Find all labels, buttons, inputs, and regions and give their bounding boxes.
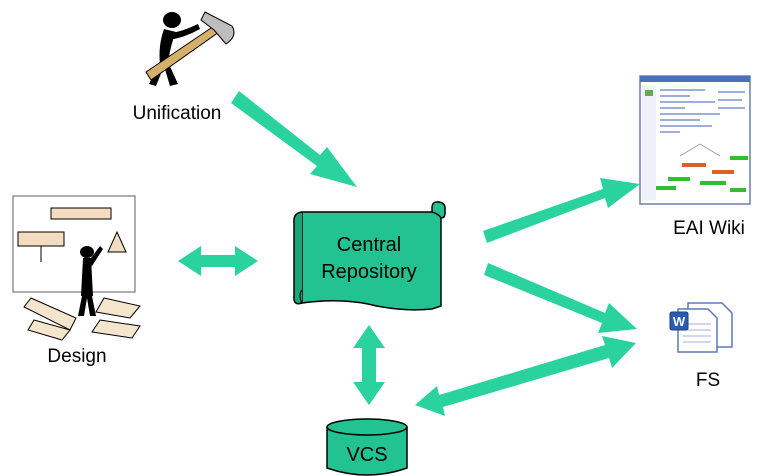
vcs-cylinder <box>326 418 408 476</box>
arrow-unification-to-repository <box>231 91 357 187</box>
word-documents-icon: W <box>669 302 733 353</box>
arrow-repository-to-wiki <box>483 178 640 243</box>
arrow-fs-vcs <box>415 336 636 416</box>
central-repository-scroll <box>293 201 446 311</box>
central-repository-label-line2: Repository <box>321 261 417 283</box>
fs-label: FS <box>696 370 720 391</box>
person-at-whiteboard-icon <box>12 195 141 341</box>
arrow-repository-to-fs <box>484 263 637 333</box>
unification-label: Unification <box>133 103 222 124</box>
wiki-page-screenshot-icon <box>639 75 751 205</box>
arrow-repository-vcs <box>353 325 385 405</box>
person-with-hammer-icon <box>145 11 235 86</box>
svg-text:W: W <box>673 314 686 329</box>
vcs-label: VCS <box>346 444 387 466</box>
arrow-design-repository <box>178 246 258 276</box>
central-repository-label-line1: Central <box>337 234 401 256</box>
design-label: Design <box>47 346 106 367</box>
eai-wiki-label: EAI Wiki <box>673 218 745 239</box>
